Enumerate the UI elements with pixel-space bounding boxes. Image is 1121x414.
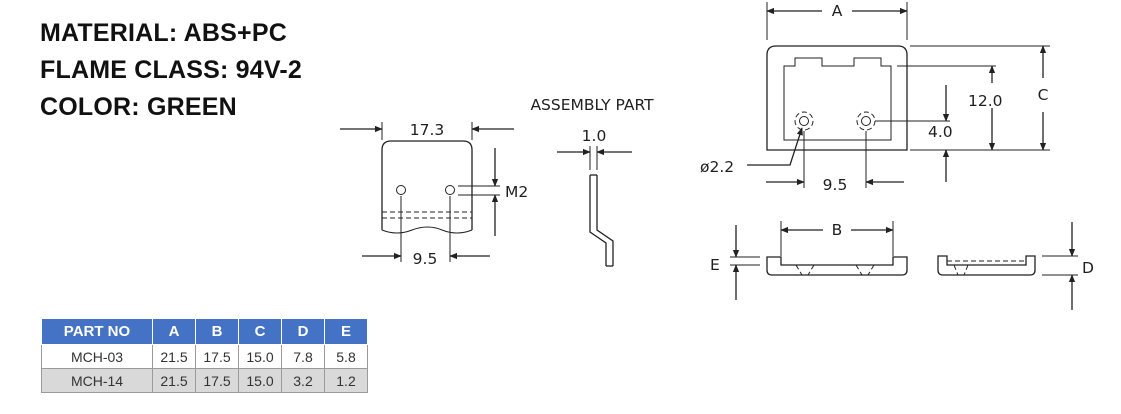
header-part-no: PART NO (41, 318, 153, 345)
front-view (340, 122, 514, 262)
table-cell: MCH-14 (41, 368, 153, 393)
table-cell: 15.0 (238, 368, 282, 393)
top-view (747, 2, 1050, 188)
flame-class-spec: FLAME CLASS: 94V-2 (40, 56, 302, 84)
bottom-front-view (730, 221, 908, 300)
table-cell: 21.5 (152, 368, 196, 393)
material-spec: MATERIAL: ABS+PC (40, 19, 287, 47)
table-row: MCH-03 21.5 17.5 15.0 7.8 5.8 (41, 344, 368, 369)
header-c: C (238, 318, 282, 345)
header-e: E (324, 318, 368, 345)
height-4-label: 4.0 (928, 123, 953, 141)
table-cell: 7.8 (281, 344, 325, 369)
table-cell: 5.8 (324, 344, 368, 369)
side-view (557, 146, 632, 267)
front-width-label: 17.3 (410, 121, 445, 139)
table-cell: 15.0 (238, 344, 282, 369)
color-spec: COLOR: GREEN (40, 93, 237, 121)
header-d: D (281, 318, 325, 345)
front-spacing-label: 9.5 (413, 250, 438, 268)
header-b: B (195, 318, 239, 345)
screw-size-label: M2 (505, 183, 528, 201)
height-12-label: 12.0 (968, 92, 1003, 110)
top-spacing-label: 9.5 (823, 176, 848, 194)
dim-c-label: C (1038, 86, 1049, 104)
bottom-side-view (937, 222, 1078, 310)
table-row: MCH-14 21.5 17.5 15.0 3.2 1.2 (41, 368, 368, 393)
assembly-part-label: ASSEMBLY PART (530, 96, 654, 114)
dim-d-label: D (1082, 259, 1094, 277)
thickness-label: 1.0 (582, 127, 607, 145)
hole-diameter-label: ø2.2 (700, 158, 734, 176)
dim-a-label: A (832, 2, 843, 20)
table-cell: 1.2 (324, 368, 368, 393)
table-cell: MCH-03 (41, 344, 153, 369)
header-a: A (152, 318, 196, 345)
table-cell: 17.5 (195, 344, 239, 369)
dim-e-label: E (710, 256, 720, 274)
dim-b-label: B (832, 221, 843, 239)
table-header-row: PART NO A B C D E (41, 318, 368, 345)
parts-table: PART NO A B C D E MCH-03 21.5 17.5 15.0 … (41, 318, 368, 393)
table-cell: 21.5 (152, 344, 196, 369)
table-cell: 17.5 (195, 368, 239, 393)
table-cell: 3.2 (281, 368, 325, 393)
